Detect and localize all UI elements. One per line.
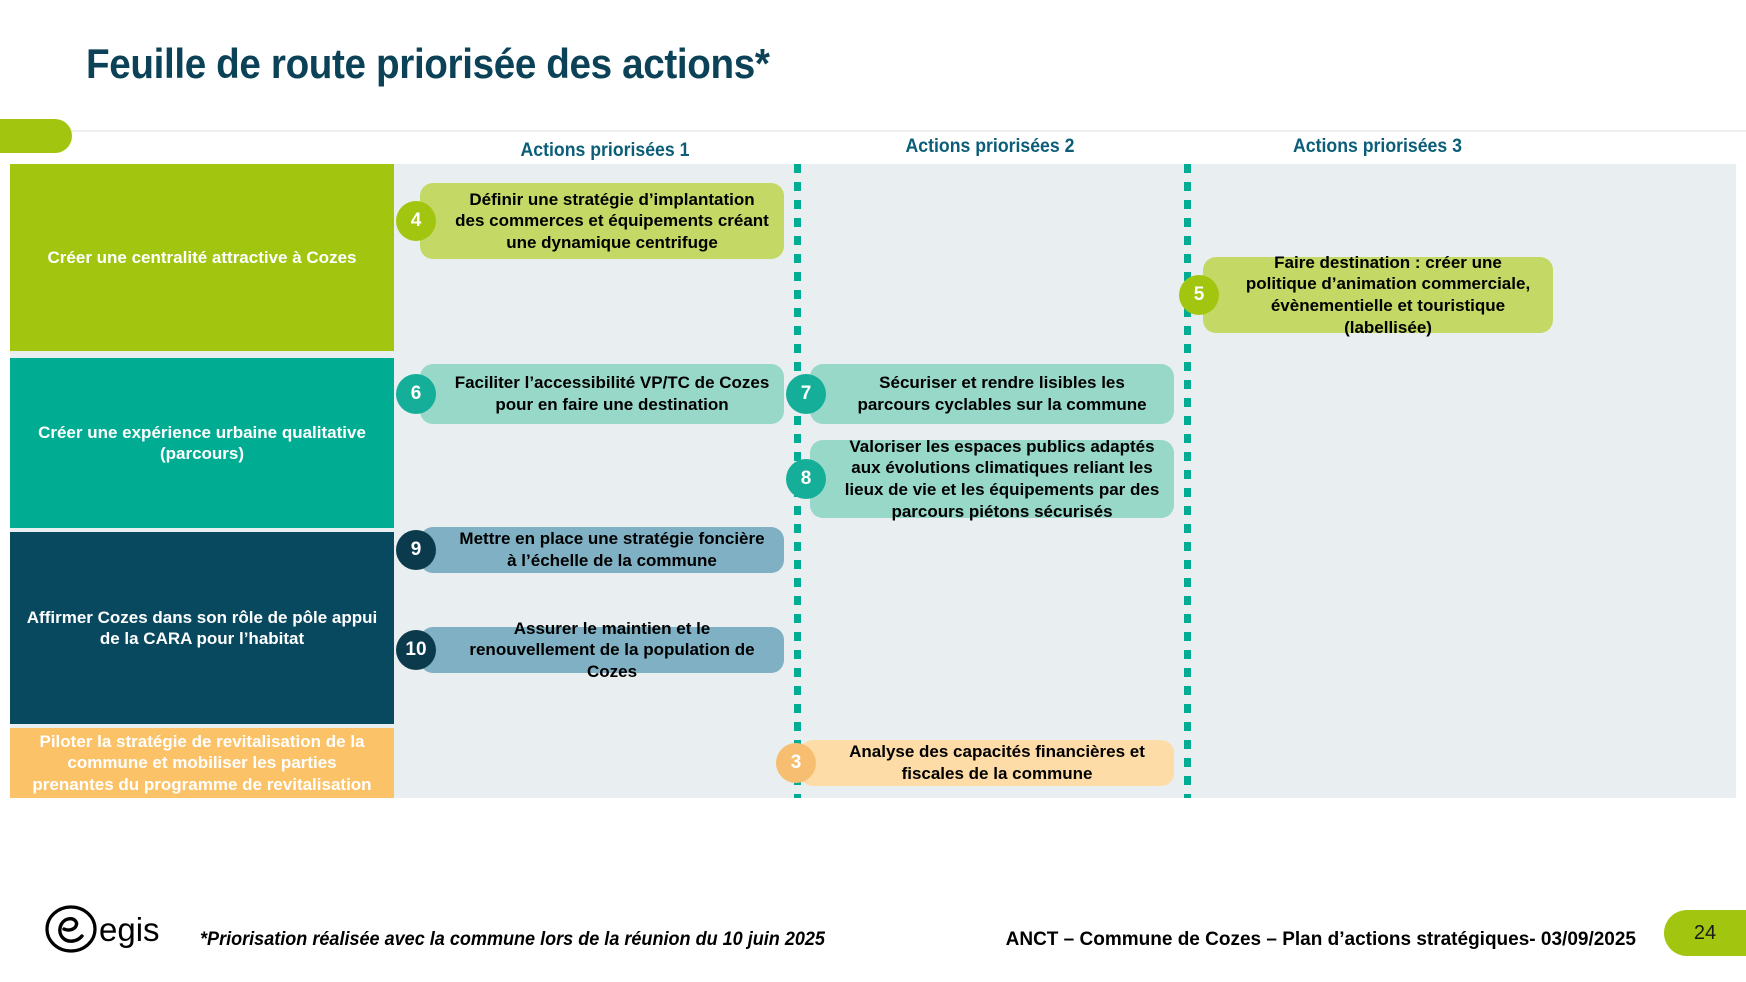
- action-badge-4: 4: [396, 201, 436, 241]
- action-card-4[interactable]: 4 Définir une stratégie d’implantation d…: [396, 183, 784, 259]
- category-label-experience-urbaine: Créer une expérience urbaine qualitative…: [38, 422, 366, 463]
- category-row-experience-urbaine: Créer une expérience urbaine qualitative…: [10, 358, 394, 528]
- action-text-5: Faire destination : créer une politique …: [1245, 252, 1531, 337]
- column-header-1: Actions priorisées 1: [520, 140, 690, 161]
- action-badge-3: 3: [776, 743, 816, 783]
- action-text-8: Valoriser les espaces publics adaptés au…: [844, 436, 1160, 521]
- action-card-3[interactable]: 3 Analyse des capacités financières et f…: [776, 740, 1174, 786]
- action-card-7[interactable]: 7 Sécuriser et rendre lisibles les parco…: [786, 364, 1174, 424]
- action-badge-6: 6: [396, 374, 436, 414]
- action-text-6: Faciliter l’accessibilité VP/TC de Cozes…: [454, 373, 770, 414]
- category-row-pole-appui: Affirmer Cozes dans son rôle de pôle app…: [10, 532, 394, 724]
- action-card-5[interactable]: 5 Faire destination : créer une politiqu…: [1179, 253, 1553, 337]
- category-row-centralite: Créer une centralité attractive à Cozes: [10, 164, 394, 351]
- column-separator-2: [1184, 164, 1191, 798]
- action-text-9: Mettre en place une stratégie foncière à…: [459, 529, 765, 570]
- category-row-pilotage: Piloter la stratégie de revitalisation d…: [10, 728, 394, 798]
- footer-right-text: ANCT – Commune de Cozes – Plan d’actions…: [1005, 929, 1636, 950]
- footnote-text: *Priorisation réalisée avec la commune l…: [200, 929, 825, 950]
- action-text-7: Sécuriser et rendre lisibles les parcour…: [857, 373, 1147, 414]
- action-text-3: Analyse des capacités financières et fis…: [849, 742, 1145, 783]
- action-card-9[interactable]: 9 Mettre en place une stratégie foncière…: [396, 527, 784, 573]
- action-text-10: Assurer le maintien et le renouvellement…: [469, 618, 755, 681]
- page-number-badge: 24: [1664, 910, 1746, 956]
- action-text-4: Définir une stratégie d’implantation des…: [455, 189, 769, 252]
- action-badge-9: 9: [396, 530, 436, 570]
- egis-logo-text: egis: [99, 911, 160, 948]
- page-title: Feuille de route priorisée des actions*: [86, 40, 770, 87]
- category-label-pilotage: Piloter la stratégie de revitalisation d…: [32, 732, 372, 794]
- header-divider: [0, 130, 1746, 132]
- action-badge-8: 8: [786, 459, 826, 499]
- action-badge-5: 5: [1179, 275, 1219, 315]
- category-label-centralite: Créer une centralité attractive à Cozes: [47, 247, 357, 267]
- action-badge-7: 7: [786, 374, 826, 414]
- action-card-10[interactable]: 10 Assurer le maintien et le renouvellem…: [396, 619, 784, 681]
- action-badge-10: 10: [396, 630, 436, 670]
- decorative-green-tab: [0, 119, 72, 153]
- category-label-pole-appui: Affirmer Cozes dans son rôle de pôle app…: [26, 607, 378, 648]
- egis-logo: egis: [44, 900, 194, 958]
- column-header-2: Actions priorisées 2: [905, 136, 1075, 157]
- action-card-8[interactable]: 8 Valoriser les espaces publics adaptés …: [786, 437, 1174, 521]
- action-card-6[interactable]: 6 Faciliter l’accessibilité VP/TC de Coz…: [396, 364, 784, 424]
- column-header-3: Actions priorisées 3: [1293, 136, 1462, 157]
